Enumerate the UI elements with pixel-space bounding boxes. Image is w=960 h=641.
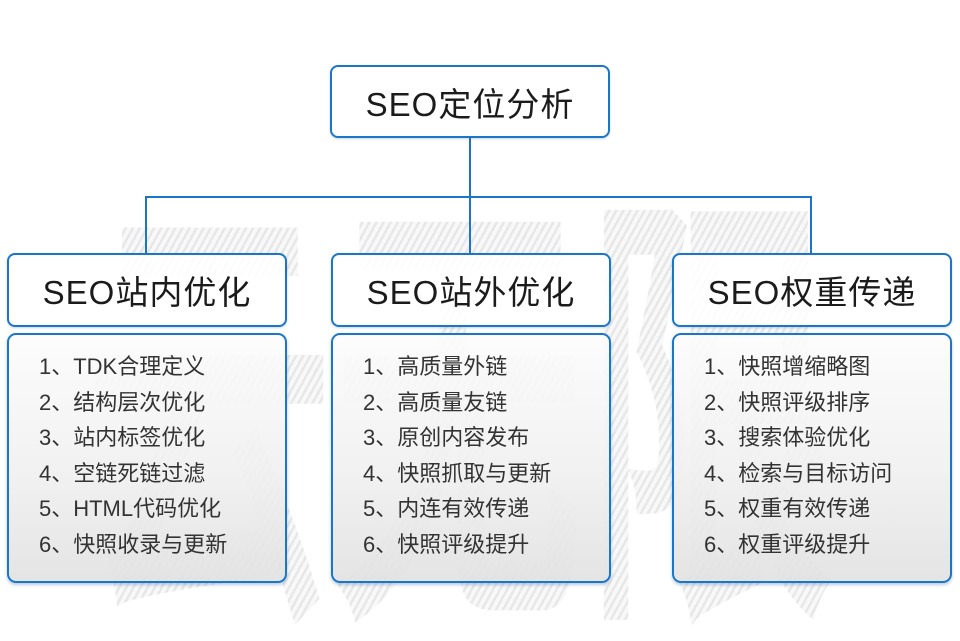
- connector-stub-offsite: [469, 196, 471, 254]
- connector-stub-weight: [810, 196, 812, 254]
- list-item: 2、高质量友链: [363, 389, 508, 415]
- list-item: 2、快照评级排序: [704, 389, 871, 415]
- list-item: 1、高质量外链: [363, 354, 508, 379]
- connector-root-vertical: [469, 138, 471, 197]
- list-item: 2、结构层次优化: [39, 389, 206, 415]
- list-item: 1、快照增缩略图: [704, 354, 871, 379]
- list-item: 6、快照收录与更新: [39, 531, 228, 557]
- list-item: 4、快照抓取与更新: [363, 460, 552, 486]
- list-item: 3、站内标签优化: [39, 425, 206, 451]
- list-item: 6、快照评级提升: [363, 531, 530, 557]
- connector-branch-horizontal: [145, 196, 812, 198]
- node-seo-analysis: SEO定位分析: [330, 65, 610, 138]
- node-weight-transfer: SEO权重传递: [672, 253, 952, 327]
- list-item: 4、检索与目标访问: [704, 460, 893, 486]
- connector-stub-onsite: [145, 196, 147, 254]
- node-onsite-optimization: SEO站内优化: [7, 253, 287, 327]
- node-offsite-optimization: SEO站外优化: [331, 253, 611, 327]
- node-seo-analysis-title: SEO定位分析: [365, 85, 575, 123]
- list-item: 5、HTML代码优化: [39, 496, 222, 522]
- node-weight-title: SEO权重传递: [707, 274, 917, 311]
- panel-onsite-items: 1、TDK合理定义 2、结构层次优化 3、站内标签优化 4、空链死链过滤 5、H…: [7, 333, 287, 583]
- node-onsite-title: SEO站内优化: [42, 274, 252, 311]
- list-item: 1、TDK合理定义: [39, 354, 206, 379]
- panel-offsite-items: 1、高质量外链 2、高质量友链 3、原创内容发布 4、快照抓取与更新 5、内连有…: [331, 333, 611, 583]
- list-item: 4、空链死链过滤: [39, 460, 206, 486]
- list-item: 5、权重有效传递: [704, 496, 871, 522]
- list-item: 5、内连有效传递: [363, 496, 530, 522]
- list-item: 6、权重评级提升: [704, 531, 871, 557]
- node-offsite-title: SEO站外优化: [366, 274, 576, 311]
- list-item: 3、搜索体验优化: [704, 425, 871, 451]
- list-item: 3、原创内容发布: [363, 425, 530, 451]
- panel-weight-items: 1、快照增缩略图 2、快照评级排序 3、搜索体验优化 4、检索与目标访问 5、权…: [672, 333, 952, 583]
